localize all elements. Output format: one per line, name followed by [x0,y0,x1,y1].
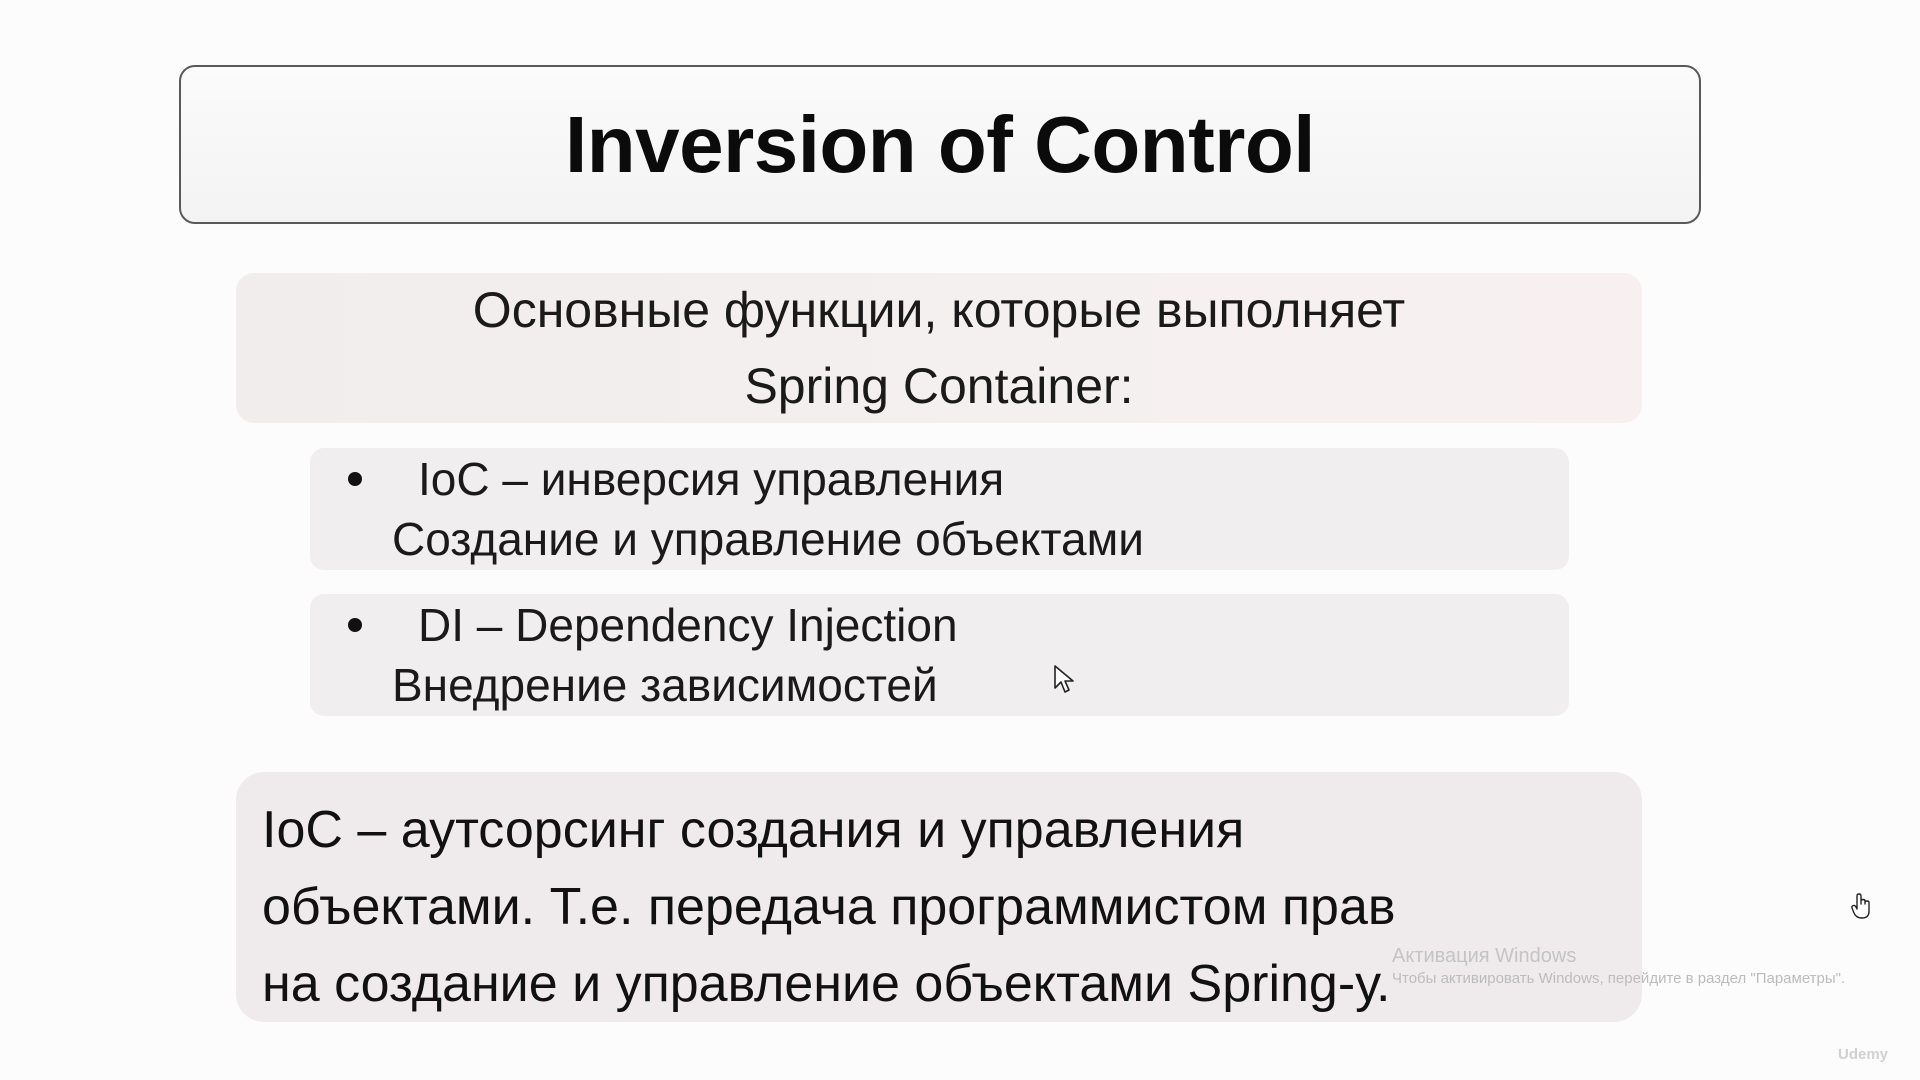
summary-line-3: на создание и управление объектами Sprin… [262,955,1391,1013]
summary-line-1: IoC – аутсорсинг создания и управления [262,801,1245,859]
bullet-icon [348,618,362,632]
summary-line-2: объектами. Т.е. передача программистом п… [262,878,1396,936]
activation-title: Активация Windows [1392,945,1577,967]
ioc-item-box: IoC – инверсия управления Создание и упр… [310,448,1569,570]
slide-title: Inversion of Control [565,99,1316,189]
bullet-icon [348,472,362,486]
functions-heading-box: Основные функции, которые выполняет Spri… [236,273,1642,423]
windows-activation-watermark: Активация Windows Чтобы активировать Win… [1392,945,1845,987]
title-box: Inversion of Control [179,65,1701,224]
functions-heading-line2: Spring Container: [744,358,1134,414]
arrow-cursor-icon [1054,665,1074,693]
di-item-box: DI – Dependency Injection Внедрение зави… [310,594,1569,716]
hand-cursor-icon [1851,893,1870,919]
di-description: Внедрение зависимостей [392,659,938,711]
di-term: DI – Dependency Injection [418,599,958,651]
ioc-description: Создание и управление объектами [392,513,1144,565]
activation-text: Чтобы активировать Windows, перейдите в … [1392,970,1846,987]
ioc-term: IoC – инверсия управления [418,453,1005,505]
brand-label: Udemy [1838,1046,1889,1063]
functions-heading-line1: Основные функции, которые выполняет [472,282,1406,338]
summary-box: IoC – аутсорсинг создания и управления о… [236,772,1642,1022]
udemy-logo: Udemy [1838,1046,1888,1063]
